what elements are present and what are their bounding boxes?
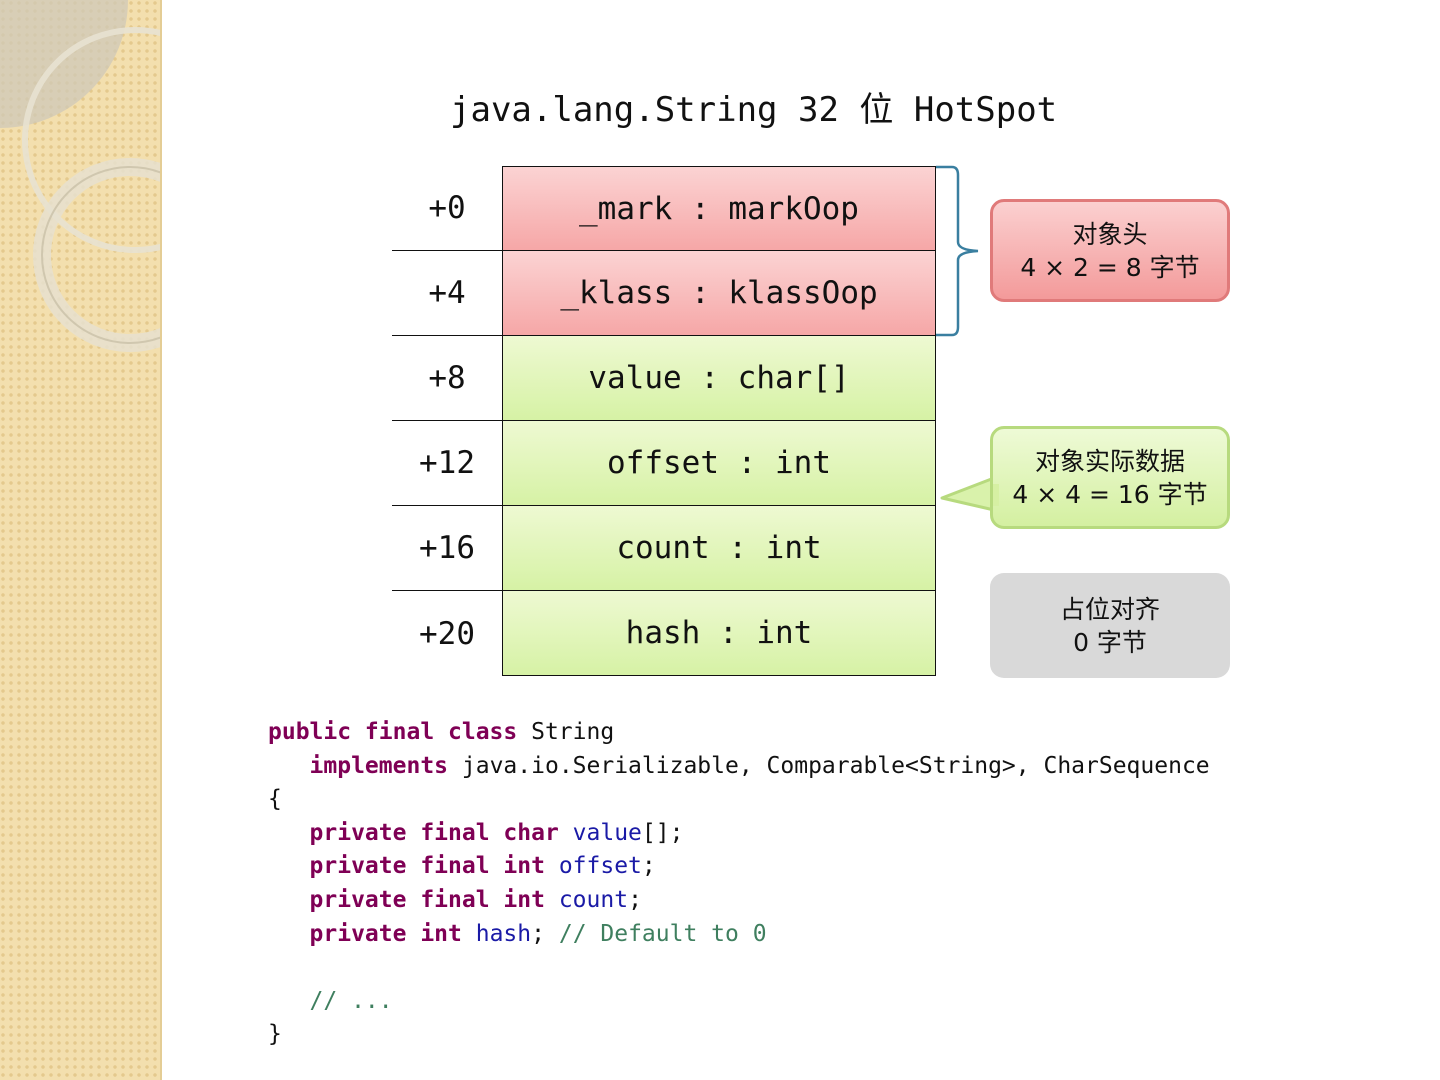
offset-label: +4 <box>392 251 502 336</box>
callout-title: 对象实际数据 <box>1034 446 1185 476</box>
code-line: private final int count; <box>309 886 642 913</box>
field-mark: _mark : markOop <box>502 166 936 251</box>
callout-tail-join <box>993 484 999 506</box>
source-code-block: public final class String implements jav… <box>268 716 1210 1052</box>
decorative-sidebar <box>0 0 162 1080</box>
offset-label: +16 <box>392 506 502 591</box>
field-hash: hash : int <box>502 591 936 676</box>
offset-label: +8 <box>392 336 502 421</box>
code-line: private final int offset; <box>309 853 656 880</box>
data-callout-tail <box>940 476 996 512</box>
code-line: private final char value[]; <box>309 819 684 846</box>
callout-size: 0 字节 <box>1073 627 1147 657</box>
field-count: count : int <box>502 506 936 591</box>
offset-label: +20 <box>419 615 475 652</box>
padding-callout: 占位对齐 0 字节 <box>990 573 1230 678</box>
field-value: value : char[] <box>502 336 936 421</box>
callout-size: 4 × 2 = 8 字节 <box>1020 252 1200 282</box>
code-line: } <box>268 1021 282 1048</box>
object-data-callout: 对象实际数据 4 × 4 = 16 字节 <box>990 426 1230 529</box>
sidebar-rings-decoration <box>0 0 160 352</box>
code-line: private int hash; // Default to 0 <box>309 920 767 947</box>
code-line: // ... <box>309 987 393 1014</box>
offset-label: +0 <box>392 166 502 251</box>
callout-title: 对象头 <box>1072 219 1148 249</box>
code-line: public final class String <box>268 719 615 745</box>
offset-label: +12 <box>392 421 502 506</box>
code-line: { <box>268 786 282 813</box>
object-header-callout: 对象头 4 × 2 = 8 字节 <box>990 199 1230 302</box>
field-offset: offset : int <box>502 421 936 506</box>
header-brace <box>936 165 979 337</box>
callout-size: 4 × 4 = 16 字节 <box>1012 479 1208 509</box>
diagram-title: java.lang.String 32 位 HotSpot <box>450 90 1058 130</box>
field-klass: _klass : klassOop <box>502 251 936 336</box>
callout-title: 占位对齐 <box>1059 594 1160 624</box>
code-line: implements java.io.Serializable, Compara… <box>309 752 1210 779</box>
